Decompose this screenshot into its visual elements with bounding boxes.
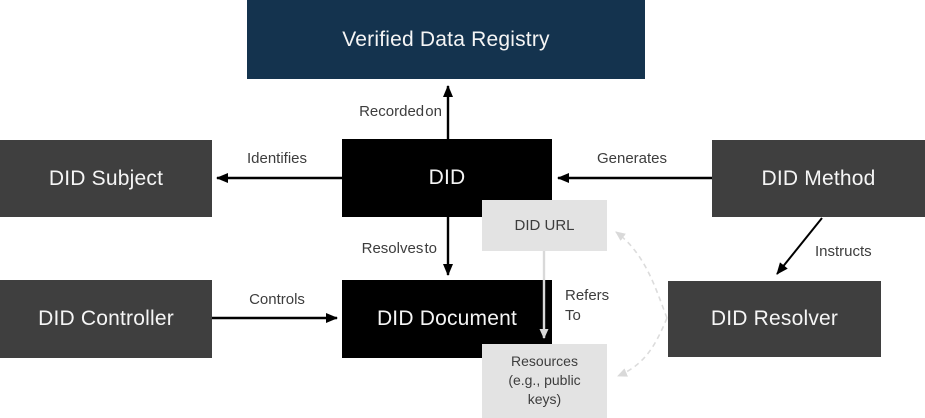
node-did-url: DID URL xyxy=(482,200,607,251)
node-did-label: DID xyxy=(428,166,466,189)
node-did: DID xyxy=(342,139,552,217)
node-did-url-label: DID URL xyxy=(514,217,575,234)
node-did-method-label: DID Method xyxy=(761,166,876,190)
node-resources-line1: Resources xyxy=(511,353,578,369)
node-did-method: DID Method xyxy=(712,140,925,217)
node-did-document-label: DID Document xyxy=(376,307,518,330)
edge-label-recorded-on: Recorded on xyxy=(359,103,442,120)
node-did-document: DID Document xyxy=(342,280,552,358)
node-verified-data-registry: Verified Data Registry xyxy=(247,0,645,79)
node-did-resolver: DID Resolver xyxy=(668,281,881,357)
edge-label-controls: Controls xyxy=(249,291,305,308)
node-did-resolver-label: DID Resolver xyxy=(710,307,839,330)
edge-label-instructs: Instructs xyxy=(815,243,872,260)
node-did-subject-label: DID Subject xyxy=(48,166,164,190)
node-verified-data-registry-label: Verified Data Registry xyxy=(342,27,550,51)
node-resources-line2: (e.g., public xyxy=(508,372,581,388)
edge-label-identifies: Identifies xyxy=(246,150,308,167)
resolver-to-resources-dashed-arrow xyxy=(617,317,668,377)
node-did-controller: DID Controller xyxy=(0,280,212,358)
node-resources-line3: keys) xyxy=(527,391,562,407)
edge-label-resolves-to: Resolves to xyxy=(361,240,437,257)
node-did-subject: DID Subject xyxy=(0,140,212,217)
edge-label-generates: Generates xyxy=(596,150,668,167)
node-resources: Resources (e.g., public keys) xyxy=(482,344,607,418)
edge-label-refers-to: Refers To xyxy=(565,287,610,324)
node-resources-label: Resources (e.g., public keys) xyxy=(508,352,580,409)
node-did-controller-label: DID Controller xyxy=(38,307,174,330)
resolver-to-did-url-dashed-arrow xyxy=(615,231,668,319)
